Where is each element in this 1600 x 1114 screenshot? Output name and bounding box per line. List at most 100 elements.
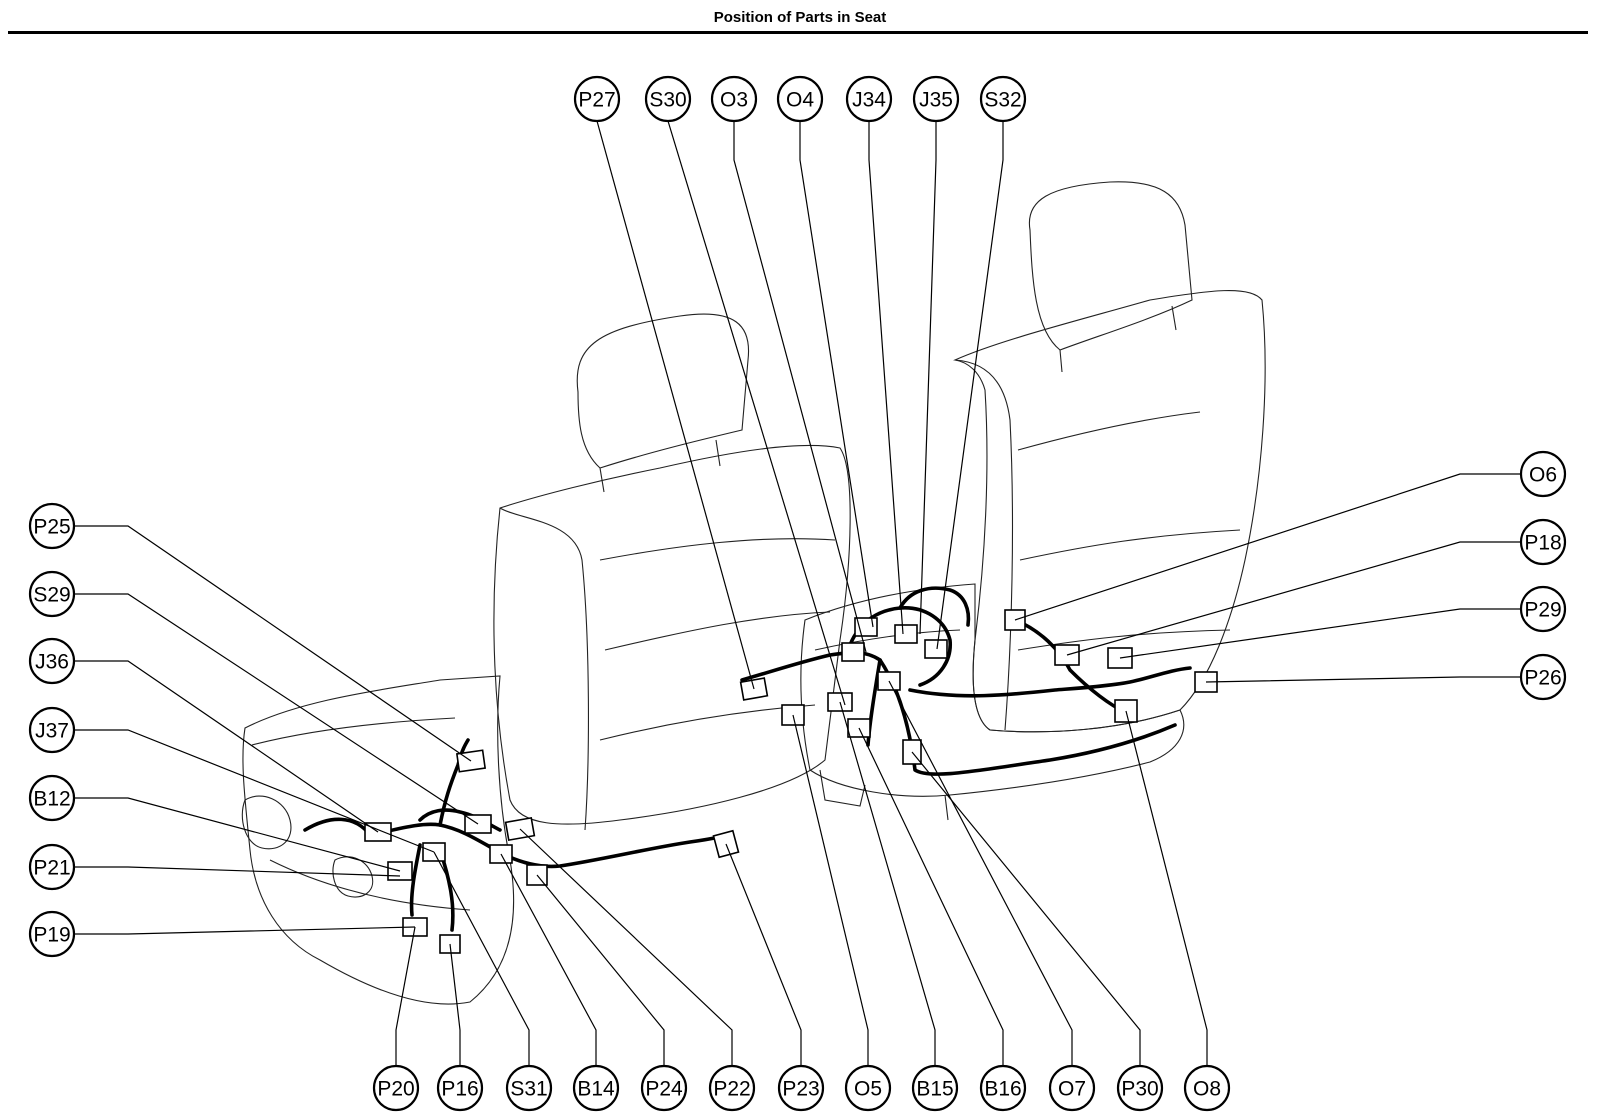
svg-text:O4: O4 xyxy=(786,89,814,112)
leader-line xyxy=(725,843,802,1066)
harness-left-side xyxy=(303,817,372,837)
svg-text:J37: J37 xyxy=(35,720,69,743)
label-bubble-S30: S30 xyxy=(644,75,692,123)
svg-text:B12: B12 xyxy=(33,788,70,811)
left-labels: P25 S29 J36 J37 B12 P21 P19 xyxy=(28,502,76,958)
label-bubble-P19: P19 xyxy=(28,910,76,958)
leader-line xyxy=(1066,541,1521,656)
leader-line xyxy=(858,727,1004,1066)
connector xyxy=(894,624,918,644)
label-bubble-P21: P21 xyxy=(28,843,76,891)
connector xyxy=(854,617,878,637)
label-bubble-P16: P16 xyxy=(436,1064,484,1112)
harness-right-main xyxy=(908,666,1192,698)
left-seat-backrest xyxy=(493,444,851,825)
svg-text:S29: S29 xyxy=(33,584,70,607)
svg-text:P24: P24 xyxy=(645,1078,683,1101)
label-bubble-P23: P23 xyxy=(777,1064,825,1112)
label-bubble-O4: O4 xyxy=(776,75,824,123)
svg-text:B15: B15 xyxy=(916,1078,953,1101)
leader-line xyxy=(596,120,755,690)
label-bubble-B15: B15 xyxy=(911,1064,959,1112)
leader-line xyxy=(911,751,1141,1066)
leader-line xyxy=(799,121,874,628)
label-bubble-S29: S29 xyxy=(28,570,76,618)
harness-right-top xyxy=(898,586,971,627)
leader-line xyxy=(1205,676,1521,683)
leader-line xyxy=(74,660,379,833)
svg-text:S31: S31 xyxy=(510,1078,547,1101)
leader-line xyxy=(536,874,665,1066)
svg-text:J35: J35 xyxy=(919,89,953,112)
left-seat-back-bolster xyxy=(499,507,589,831)
connector xyxy=(841,642,865,662)
right-seat-headrest-post xyxy=(1059,305,1177,373)
label-bubble-P18: P18 xyxy=(1519,518,1567,566)
label-bubble-O6: O6 xyxy=(1519,450,1567,498)
seat-outlines xyxy=(241,181,1266,1005)
page-title: Position of Parts in Seat xyxy=(713,9,887,26)
right-seat-back-bolster xyxy=(954,359,1014,731)
left-seat-headrest-post xyxy=(599,439,721,493)
leader-line xyxy=(433,851,530,1066)
wire-harnesses xyxy=(303,586,1192,932)
svg-text:S32: S32 xyxy=(984,89,1021,112)
right-seat-rail xyxy=(819,769,949,821)
leader-line xyxy=(74,926,416,935)
svg-text:P26: P26 xyxy=(1524,667,1561,690)
leader-line xyxy=(500,853,597,1066)
label-bubble-P26: P26 xyxy=(1519,653,1567,701)
svg-text:P21: P21 xyxy=(33,857,70,880)
label-bubble-J37: J37 xyxy=(28,706,76,754)
label-bubble-S31: S31 xyxy=(505,1064,553,1112)
label-bubble-P22: P22 xyxy=(708,1064,756,1112)
right-labels: O6 P18 P29 P26 xyxy=(1519,450,1567,701)
svg-text:P18: P18 xyxy=(1524,532,1561,555)
leader-line xyxy=(519,828,733,1066)
label-bubble-P30: P30 xyxy=(1116,1064,1164,1112)
top-labels: P27 S30 O3 O4 J34 J35 S32 xyxy=(573,75,1027,123)
svg-text:P23: P23 xyxy=(782,1078,819,1101)
leader-line xyxy=(733,121,867,653)
label-bubble-S32: S32 xyxy=(979,75,1027,123)
svg-text:P30: P30 xyxy=(1121,1078,1158,1101)
svg-text:P22: P22 xyxy=(713,1078,750,1101)
left-seat-cushion xyxy=(242,675,515,1005)
leader-line xyxy=(74,729,435,853)
label-bubble-O8: O8 xyxy=(1183,1064,1231,1112)
leader-line xyxy=(1119,608,1521,659)
leader-line xyxy=(74,866,401,877)
svg-text:O8: O8 xyxy=(1193,1078,1221,1101)
label-bubble-P27: P27 xyxy=(573,75,621,123)
leader-line xyxy=(1014,473,1521,621)
label-bubble-J35: J35 xyxy=(912,75,960,123)
label-bubble-O5: O5 xyxy=(844,1064,892,1112)
svg-text:O5: O5 xyxy=(854,1078,882,1101)
leader-line xyxy=(667,120,846,706)
leader-lines xyxy=(74,120,1521,1066)
harness-right-upper xyxy=(1013,618,1127,714)
svg-text:J36: J36 xyxy=(35,651,69,674)
label-bubble-P25: P25 xyxy=(28,502,76,550)
svg-text:B16: B16 xyxy=(984,1078,1021,1101)
svg-text:P27: P27 xyxy=(578,89,615,112)
svg-text:O6: O6 xyxy=(1529,464,1557,487)
leader-line xyxy=(74,593,479,825)
label-bubble-B12: B12 xyxy=(28,774,76,822)
leader-line xyxy=(1125,710,1208,1066)
label-bubble-B16: B16 xyxy=(979,1064,1027,1112)
svg-text:P29: P29 xyxy=(1524,599,1561,622)
svg-text:P25: P25 xyxy=(33,516,70,539)
leader-line xyxy=(792,714,869,1066)
leader-line xyxy=(74,525,472,762)
leader-line xyxy=(919,121,937,635)
label-bubble-O7: O7 xyxy=(1048,1064,1096,1112)
label-bubble-O3: O3 xyxy=(710,75,758,123)
label-bubble-B14: B14 xyxy=(572,1064,620,1112)
label-bubble-P29: P29 xyxy=(1519,585,1567,633)
svg-text:P19: P19 xyxy=(33,924,70,947)
right-seat-back-panel xyxy=(1017,411,1241,651)
svg-text:B14: B14 xyxy=(577,1078,615,1101)
svg-text:J34: J34 xyxy=(852,89,886,112)
leader-line xyxy=(936,121,1004,650)
